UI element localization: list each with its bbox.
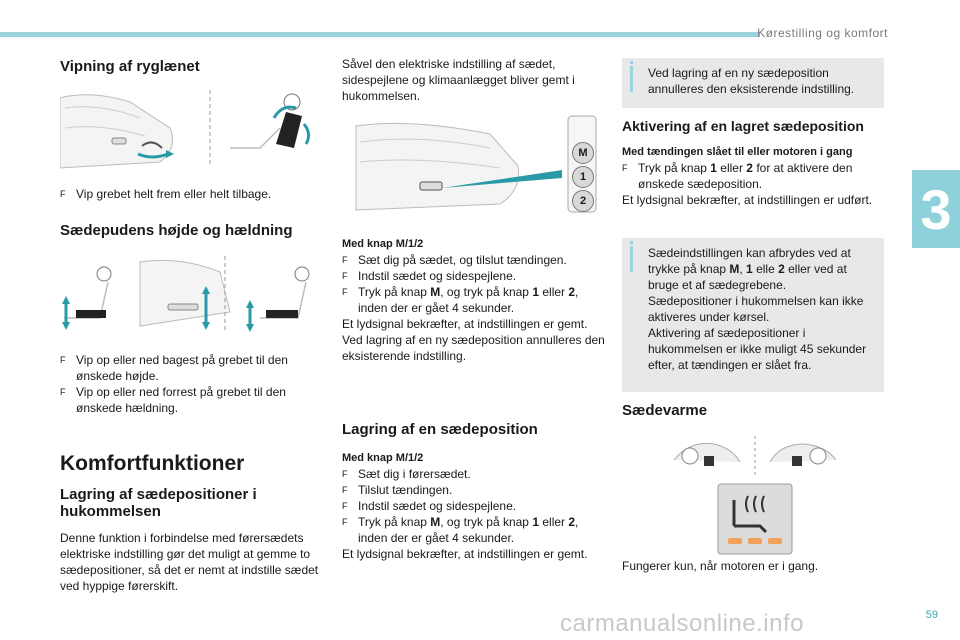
info-note-2: Sædeindstillingen kan afbrydes ved at tr… (622, 238, 884, 392)
bullet-icon: F (342, 501, 348, 511)
info-note-1: Ved lagring af en ny sædeposition annull… (622, 58, 884, 108)
section-title-memory: Lagring af sædepositioner i hukommelsen (60, 486, 257, 520)
bullet-icon: F (342, 271, 348, 281)
section-title-activate: Aktivering af en lagret sædeposition (622, 118, 864, 134)
memory-buttons-illustration: M 1 2 (350, 112, 600, 220)
memory-intro: Såvel den elektriske indstilling af sæde… (342, 57, 575, 103)
header-accent-bar (0, 32, 760, 37)
memory-button-m[interactable]: M (572, 142, 594, 164)
memory-description: Denne funktion i forbindelse med førersæ… (60, 531, 319, 593)
cushion-illustration (60, 252, 320, 336)
info-icon (630, 241, 633, 272)
bullet-icon: F (342, 485, 348, 495)
section-title-comfort: Komfortfunktioner (60, 452, 245, 475)
heating-note: Fungerer kun, når motoren er i gang. (622, 559, 819, 573)
section-title-backrest: Vipning af ryglænet (60, 58, 200, 75)
bullet-icon: F (622, 163, 628, 173)
block1-after: Et lydsignal bekræfter, at indstillingen… (342, 317, 605, 363)
page-header-title: Kørestilling og komfort (757, 26, 888, 40)
backrest-illustration (59, 88, 320, 170)
bullet-icon: F (60, 387, 66, 397)
activate-after: Et lydsignal bekræfter, at indstillingen… (622, 193, 873, 207)
section-title-store: Lagring af en sædeposition (342, 421, 538, 438)
watermark: carmanualsonline.info (560, 610, 804, 637)
bullet-icon: F (342, 469, 348, 479)
info-icon (630, 61, 633, 92)
bullet-icon: F (60, 189, 66, 199)
section-title-cushion: Sædepudens højde og hældning (60, 222, 293, 239)
activate-heading: Med tændingen slået til eller motoren i … (622, 146, 853, 158)
bullet-icon: F (342, 517, 348, 527)
block2-heading: Med knap M/1/2 (342, 452, 424, 464)
memory-button-2[interactable]: 2 (572, 190, 594, 212)
memory-button-1[interactable]: 1 (572, 166, 594, 188)
page-number: 59 (925, 609, 938, 621)
seat-heating-illustration (670, 436, 840, 556)
block1-heading: Med knap M/1/2 (342, 238, 424, 250)
chapter-tab: 3 (912, 170, 960, 248)
block2-after: Et lydsignal bekræfter, at indstillingen… (342, 547, 588, 561)
bullet-icon: F (60, 355, 66, 365)
bullet-icon: F (342, 255, 348, 265)
section-title-heating: Sædevarme (622, 402, 708, 419)
bullet-icon: F (342, 287, 348, 297)
